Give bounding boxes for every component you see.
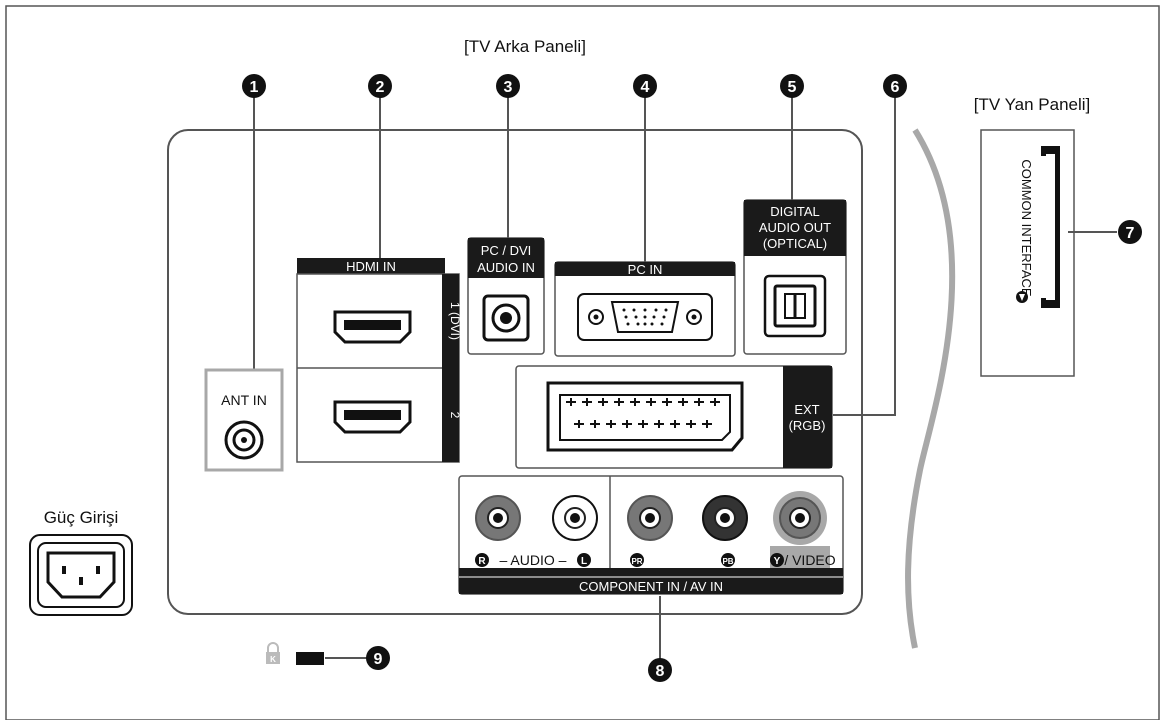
svg-text:R: R	[478, 556, 486, 567]
callout-8: 8	[648, 658, 672, 682]
hdmi-2-label: 2	[448, 412, 462, 419]
svg-text:6: 6	[891, 79, 900, 96]
svg-text:PB: PB	[722, 557, 733, 566]
vga-connector-icon	[577, 293, 713, 341]
callout-3: 3	[496, 74, 520, 98]
callout-1: 1	[242, 74, 266, 98]
audio-r-jack-icon	[475, 495, 521, 541]
svg-text:Y: Y	[774, 556, 781, 567]
pc-dvi-label-line1: PC / DVI	[481, 243, 532, 258]
back-panel-title: [TV Arka Paneli]	[464, 37, 586, 56]
outer-frame	[5, 5, 1160, 720]
kensington-lock-icon: K	[266, 642, 324, 665]
svg-text:4: 4	[641, 79, 650, 96]
ext-rgb-port: EXT (RGB)	[515, 365, 833, 469]
callout-lines	[253, 90, 1117, 660]
audio-l-jack-icon	[552, 495, 598, 541]
power-input-socket	[29, 534, 133, 616]
svg-text:3: 3	[504, 79, 513, 96]
component-label: COMPONENT IN / AV IN	[579, 579, 723, 594]
svg-text:2: 2	[376, 79, 385, 96]
digital-label-line3: (OPTICAL)	[763, 236, 827, 251]
common-interface-label: COMMON INTERFACE	[1019, 159, 1034, 297]
audio-r-label-icon: R	[475, 553, 489, 567]
digital-audio-out-port: DIGITAL AUDIO OUT (OPTICAL)	[743, 199, 847, 355]
play-arrow-icon	[1016, 291, 1028, 303]
svg-text:PR: PR	[631, 557, 642, 566]
callout-2: 2	[368, 74, 392, 98]
audio-label: – AUDIO –	[500, 552, 567, 568]
svg-text:1: 1	[250, 79, 259, 96]
hdmi-1-connector-icon	[333, 310, 412, 344]
callout-6: 6	[883, 74, 907, 98]
ant-in-port: ANT IN	[204, 368, 284, 472]
hdmi-in-label: HDMI IN	[346, 259, 396, 274]
pr-jack-icon	[627, 495, 673, 541]
hdmi-in-block: HDMI IN 1 (DVI) 2	[296, 258, 462, 463]
scart-connector-icon	[546, 381, 744, 452]
callout-9: 9	[366, 646, 390, 670]
component-av-in-block: COMPONENT IN / AV IN	[458, 475, 844, 595]
svg-text:8: 8	[656, 663, 665, 680]
y-video-jack-icon	[773, 491, 827, 545]
pb-label-icon: PB	[721, 553, 735, 567]
audio-l-label-icon: L	[577, 553, 591, 567]
svg-text:L: L	[581, 556, 587, 567]
svg-text:5: 5	[788, 79, 797, 96]
pc-dvi-label-line2: AUDIO IN	[477, 260, 535, 275]
optical-connector-icon	[763, 274, 827, 338]
digital-label-line2: AUDIO OUT	[759, 220, 831, 235]
ext-label-line1: EXT	[794, 402, 819, 417]
svg-text:7: 7	[1126, 225, 1135, 242]
pr-label-icon: PR	[630, 553, 644, 567]
back-panel-outline	[167, 129, 863, 615]
power-input-title: Güç Girişi	[44, 508, 119, 527]
pc-in-port: PC IN	[554, 261, 736, 357]
callout-7: 7	[1118, 220, 1142, 244]
pc-dvi-audio-in-port: PC / DVI AUDIO IN	[467, 237, 545, 355]
callout-5: 5	[780, 74, 804, 98]
svg-text:9: 9	[374, 651, 383, 668]
video-label: / VIDEO	[784, 552, 835, 568]
svg-text:K: K	[270, 655, 276, 664]
side-panel-title: [TV Yan Paneli]	[974, 95, 1091, 114]
common-interface-slot: COMMON INTERFACE	[980, 129, 1075, 377]
callout-markers: 1 2 3 4 5 6 7 8	[242, 74, 1142, 682]
ant-in-label: ANT IN	[221, 392, 267, 408]
pb-jack-icon	[702, 495, 748, 541]
hdmi-1-label: 1 (DVI)	[448, 302, 462, 340]
callout-4: 4	[633, 74, 657, 98]
ext-label-line2: (RGB)	[789, 418, 826, 433]
side-panel-cable	[905, 128, 956, 649]
digital-label-line1: DIGITAL	[770, 204, 820, 219]
y-label-icon: Y	[770, 553, 784, 567]
pc-in-label: PC IN	[628, 262, 663, 277]
hdmi-2-connector-icon	[333, 400, 412, 434]
